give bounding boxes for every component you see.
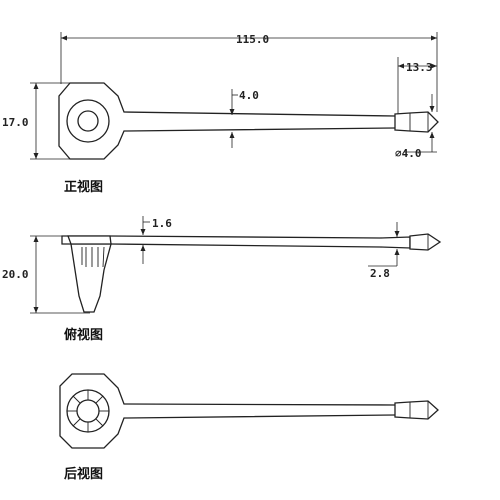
dim-shaft-diameter: 2.8 bbox=[370, 267, 390, 280]
top-view-stem bbox=[61, 235, 411, 249]
dim-tip-length: 13.3 bbox=[406, 61, 433, 74]
front-view: 115.0 13.3 4.0 17.0 ⌀4.0 正视图 bbox=[2, 32, 439, 195]
top-view-caption: 俯视图 bbox=[64, 327, 103, 343]
top-view: 1.6 20.0 2.8 俯视图 bbox=[2, 216, 442, 343]
front-view-caption: 正视图 bbox=[64, 179, 103, 195]
back-view-caption: 后视图 bbox=[64, 466, 103, 482]
dim-prong-height: 20.0 bbox=[2, 268, 29, 281]
back-view-radial-ribs bbox=[67, 390, 109, 432]
front-view-outline bbox=[58, 82, 409, 160]
back-view-inner-circle bbox=[76, 399, 100, 423]
top-view-shoulder bbox=[67, 235, 112, 245]
dim-tip-diameter: ⌀4.0 bbox=[395, 147, 422, 160]
back-view: 后视图 bbox=[59, 373, 439, 482]
front-view-inner-hole bbox=[77, 110, 99, 132]
top-view-prong bbox=[70, 243, 112, 313]
dim-head-height: 17.0 bbox=[2, 116, 29, 129]
back-view-outline bbox=[59, 373, 409, 449]
back-view-tip bbox=[394, 400, 439, 420]
dim-plate-thickness: 1.6 bbox=[152, 217, 172, 230]
front-view-tip bbox=[394, 111, 439, 133]
dim-overall-length: 115.0 bbox=[236, 33, 269, 46]
dim-stem-thickness: 4.0 bbox=[239, 89, 259, 102]
top-view-tip bbox=[409, 233, 442, 251]
